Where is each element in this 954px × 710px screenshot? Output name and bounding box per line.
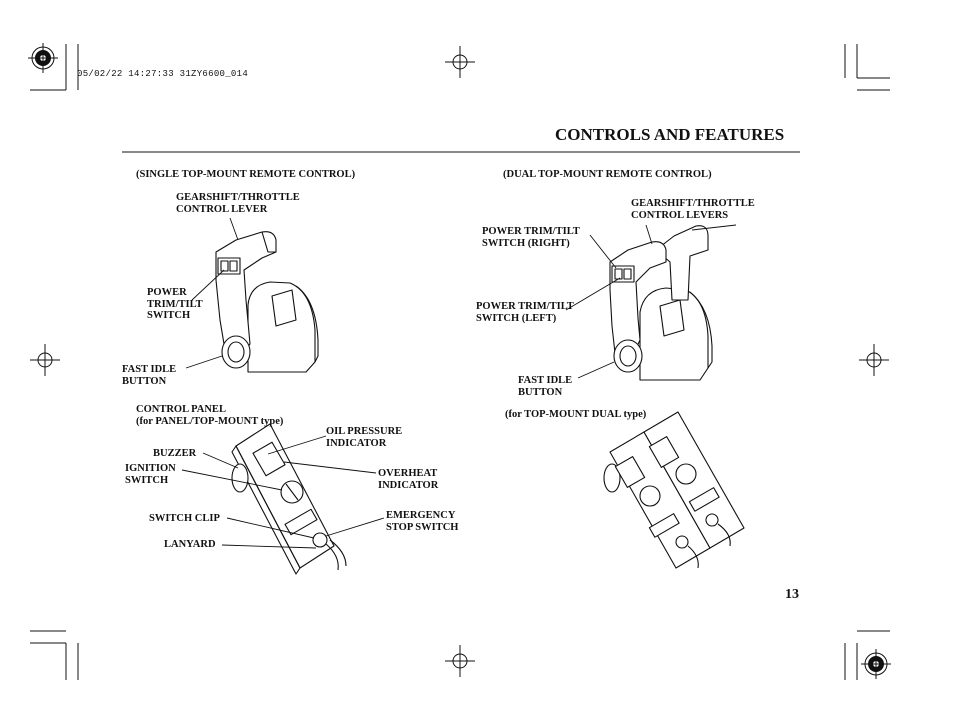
control-panel-caption: CONTROL PANEL(for PANEL/TOP-MOUNT type) — [136, 404, 284, 427]
print-timestamp: 05/02/22 14:27:33 31ZY6600_014 — [77, 69, 249, 79]
control-panel-illustration — [231, 423, 347, 575]
single-remote-caption: (SINGLE TOP-MOUNT REMOTE CONTROL) — [136, 169, 356, 180]
page-number: 13 — [785, 587, 799, 602]
lanyard-label: LANYARD — [164, 539, 216, 550]
buzzer-label: BUZZER — [153, 448, 197, 459]
dual-remote-control-illustration — [609, 225, 713, 381]
dual-remote-caption: (DUAL TOP-MOUNT REMOTE CONTROL) — [503, 169, 712, 180]
section-title: CONTROLS AND FEATURES — [555, 125, 785, 144]
dual-panel-caption: (for TOP-MOUNT DUAL type) — [505, 409, 647, 420]
single-remote-control-illustration — [215, 231, 319, 373]
switch-clip-label: SWITCH CLIP — [149, 513, 220, 524]
dual-control-panel-illustration — [603, 411, 745, 569]
starburst-mark-bottom-right — [861, 649, 891, 679]
starburst-mark-top-left — [28, 43, 58, 73]
leader-lines — [181, 217, 737, 549]
